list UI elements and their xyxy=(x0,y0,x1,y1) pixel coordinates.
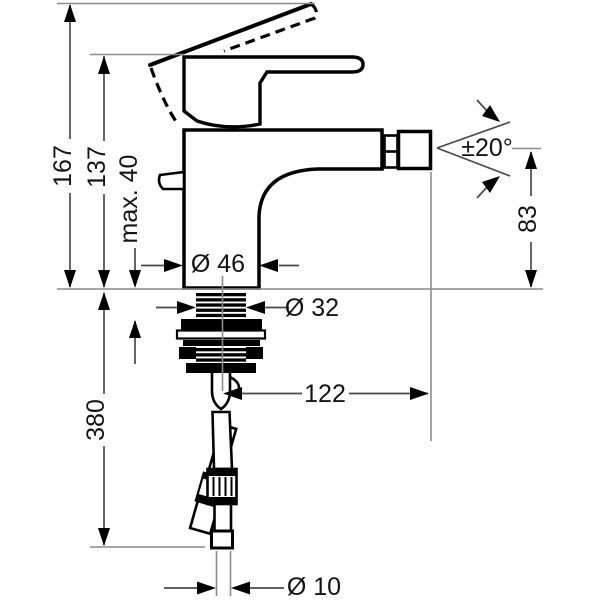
hose-straight-end xyxy=(210,529,234,550)
dim-label-body-height: 137 xyxy=(83,146,111,188)
arrow-137-bottom xyxy=(98,270,110,288)
hose-fitting-ribs xyxy=(212,477,233,496)
swivel-arrow-tails xyxy=(476,99,488,199)
arrow-122-left xyxy=(223,387,242,400)
handle-lever-raised-dashed-edge xyxy=(223,2,318,53)
dim-label-swivel-angle: ±20° xyxy=(461,134,513,162)
handle-lever-raised-back-dashed xyxy=(149,67,179,124)
dim-label-max-mounting-thickness: max. 40 xyxy=(115,155,143,244)
arrow-d46-right xyxy=(259,259,278,272)
shank-assembly xyxy=(175,293,267,373)
hose-straight-lower xyxy=(213,502,233,533)
arrow-83-bottom xyxy=(525,270,537,288)
dim-label-base-diameter: Ø 46 xyxy=(191,250,245,278)
dim-label-thread-diameter: Ø 32 xyxy=(285,294,339,322)
arrow-d10-right xyxy=(231,581,250,595)
arrow-122-right xyxy=(410,387,429,400)
arrow-swivel-lower xyxy=(482,176,500,193)
body-side-tab xyxy=(157,170,186,191)
arrow-380-top xyxy=(98,292,110,310)
aerator-body xyxy=(396,129,433,171)
arrow-380-bottom xyxy=(98,528,110,546)
dim-label-spout-reach: 122 xyxy=(304,380,346,408)
arrow-167-top xyxy=(64,4,76,22)
arrow-d32-right xyxy=(246,301,265,314)
arrow-d46-left xyxy=(164,259,183,272)
arrow-max40-down xyxy=(129,270,141,288)
dimension-arrows xyxy=(64,4,537,595)
shank-lower-band xyxy=(186,363,256,373)
arrow-d32-left xyxy=(177,301,196,314)
nut-wing-left xyxy=(179,347,196,359)
reference-lines xyxy=(57,2,543,596)
nut-wing-right xyxy=(246,347,263,359)
faucet-outline xyxy=(148,2,433,290)
swivel-angle-lines xyxy=(436,121,511,177)
dimension-labels: 167 137 max. 40 380 83 Ø 46 Ø 32 122 ±20… xyxy=(49,134,542,600)
washer-band xyxy=(183,340,260,346)
dim-label-total-height: 167 xyxy=(49,145,77,187)
hose-fitting-band-bottom xyxy=(207,497,237,504)
dim-label-hose-length: 380 xyxy=(82,399,110,441)
arrow-d10-left xyxy=(197,581,216,595)
arrow-83-top xyxy=(525,151,537,169)
shank-thread-lower xyxy=(196,348,246,362)
hose-straight-tube xyxy=(211,410,234,471)
arrow-137-top xyxy=(98,56,110,74)
shank-thread-upper xyxy=(196,293,246,318)
faucet-body-spout xyxy=(182,128,384,290)
hose-assembly xyxy=(188,373,241,550)
mounting-nut-band xyxy=(181,319,262,330)
hose-neck xyxy=(210,373,232,411)
arrow-swivel-upper xyxy=(482,105,500,122)
dim-label-hose-diameter: Ø 10 xyxy=(287,573,341,600)
hose-fitting-band-top xyxy=(207,469,237,476)
handle-lever xyxy=(182,55,365,129)
dim-label-outlet-height: 83 xyxy=(514,205,542,233)
arrow-167-bottom xyxy=(64,270,76,288)
horseshoe-washer xyxy=(175,329,267,340)
arrow-max40-up xyxy=(129,320,141,338)
